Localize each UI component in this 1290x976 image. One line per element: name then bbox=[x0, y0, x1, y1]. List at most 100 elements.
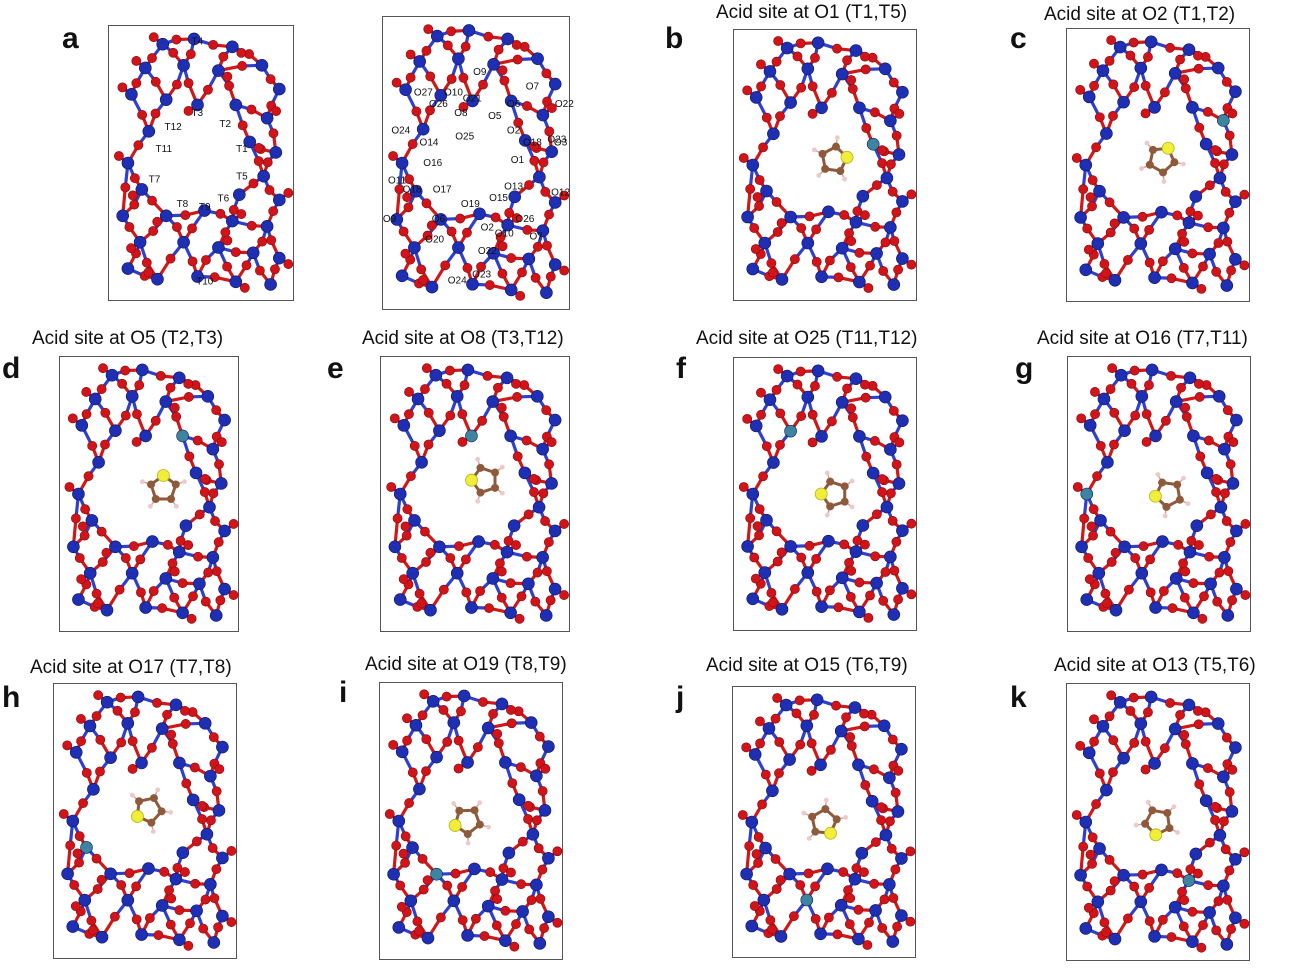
oxygen-atom bbox=[868, 764, 879, 775]
oxygen-atom bbox=[228, 519, 239, 529]
oxygen-atom bbox=[1221, 732, 1232, 743]
oxygen-atom bbox=[1110, 547, 1121, 558]
oxygen-atom bbox=[758, 142, 768, 153]
oxygen-atom bbox=[870, 551, 881, 562]
oxygen-atom bbox=[203, 84, 213, 95]
silicon-atom bbox=[1113, 40, 1127, 54]
silicon-atom bbox=[501, 218, 514, 232]
oxygen-atom bbox=[542, 240, 552, 251]
oxygen-atom bbox=[1210, 158, 1220, 168]
framework-panel-g bbox=[1067, 356, 1251, 632]
oxygen-atom bbox=[891, 130, 902, 141]
oxygen-atom bbox=[539, 923, 549, 933]
oxygen-atom bbox=[1195, 451, 1206, 462]
oxygen-atom bbox=[790, 254, 800, 265]
silicon-atom bbox=[891, 805, 905, 818]
silicon-atom bbox=[139, 429, 152, 443]
unit-cell-frame bbox=[59, 356, 239, 632]
oxygen-atom bbox=[436, 912, 446, 923]
silicon-atom bbox=[749, 419, 763, 433]
silicon-atom bbox=[545, 145, 558, 159]
silicon-atom bbox=[1199, 137, 1213, 151]
silicon-atom bbox=[203, 500, 216, 514]
oxygen-atom bbox=[522, 224, 533, 235]
silicon-atom bbox=[522, 252, 536, 266]
tsite-label: T1 bbox=[236, 144, 248, 155]
silicon-atom bbox=[531, 390, 544, 403]
unit-cell-frame bbox=[733, 29, 917, 301]
oxygen-atom bbox=[1106, 35, 1117, 46]
oxygen-atom bbox=[398, 848, 409, 859]
silicon-atom bbox=[784, 210, 797, 224]
oxygen-atom bbox=[152, 216, 163, 227]
oxygen-atom bbox=[905, 846, 916, 857]
silicon-atom bbox=[273, 82, 286, 96]
oxygen-atom bbox=[544, 126, 555, 137]
oxygen-atom bbox=[905, 916, 916, 927]
oxygen-atom bbox=[810, 881, 821, 892]
oxygen-atom bbox=[1104, 55, 1115, 66]
oxygen-atom bbox=[283, 259, 294, 269]
oxygen-atom bbox=[760, 769, 771, 780]
oxygen-site-label: O22 bbox=[478, 246, 497, 257]
oxygen-atom bbox=[209, 893, 220, 904]
oxygen-atom bbox=[811, 586, 822, 597]
oxygen-atom bbox=[796, 411, 807, 421]
oxygen-atom bbox=[851, 863, 862, 874]
unit-cell-frame bbox=[1067, 356, 1251, 632]
silicon-atom bbox=[886, 935, 900, 948]
oxygen-atom bbox=[1227, 108, 1238, 119]
silicon-atom bbox=[269, 146, 283, 159]
oxygen-atom bbox=[1179, 730, 1190, 740]
thiophene-molecule bbox=[129, 787, 174, 834]
oxygen-atom bbox=[838, 867, 849, 877]
carbon-atom bbox=[826, 477, 835, 486]
oxygen-atom bbox=[150, 108, 161, 119]
silicon-atom bbox=[545, 477, 558, 490]
oxygen-site-label: O14 bbox=[420, 137, 439, 148]
oxygen-atom bbox=[167, 558, 178, 569]
oxygen-atom bbox=[87, 440, 98, 451]
silicon-atom bbox=[815, 430, 828, 443]
oxygen-atom bbox=[495, 558, 505, 569]
silicon-atom bbox=[85, 514, 99, 527]
oxygen-atom bbox=[58, 809, 69, 819]
oxygen-atom bbox=[493, 738, 504, 749]
silicon-atom bbox=[1134, 237, 1148, 250]
silicon-atom bbox=[159, 395, 173, 408]
sulfur-atom bbox=[840, 150, 854, 164]
oxygen-site-label: O7 bbox=[529, 231, 543, 242]
silicon-atom bbox=[741, 210, 754, 224]
silicon-atom bbox=[1091, 895, 1105, 909]
oxygen-atom bbox=[742, 85, 753, 96]
silicon-atom bbox=[1079, 922, 1093, 935]
oxygen-atom bbox=[100, 439, 110, 450]
panel-letter-h: h bbox=[2, 681, 21, 714]
silicon-atom bbox=[121, 893, 135, 907]
oxygen-atom bbox=[169, 402, 180, 413]
carbon-atom bbox=[470, 806, 479, 815]
tsite-label: T5 bbox=[236, 172, 248, 183]
silicon-atom bbox=[548, 258, 562, 271]
silicon-atom bbox=[424, 603, 437, 617]
carbon-atom bbox=[832, 142, 841, 151]
oxygen-atom bbox=[203, 567, 214, 578]
thiophene-molecule bbox=[811, 135, 854, 182]
panel-letter-a: a bbox=[62, 22, 79, 55]
panel-letter-c: c bbox=[1010, 22, 1027, 55]
oxygen-atom bbox=[1092, 471, 1102, 482]
oxygen-atom bbox=[767, 924, 777, 935]
framework-panel-b bbox=[733, 29, 917, 301]
oxygen-atom bbox=[1179, 74, 1190, 85]
oxygen-atom bbox=[891, 459, 902, 470]
oxygen-atom bbox=[402, 713, 412, 724]
oxygen-atom bbox=[199, 487, 210, 497]
hydrogen-atom bbox=[1175, 829, 1180, 835]
silicon-atom bbox=[191, 98, 204, 112]
silicon-atom bbox=[232, 188, 246, 201]
silicon-atom bbox=[421, 931, 435, 945]
oxygen-atom bbox=[877, 487, 887, 497]
oxygen-atom bbox=[215, 208, 226, 219]
panel-letter-k: k bbox=[1010, 681, 1027, 714]
oxygen-atom bbox=[770, 854, 781, 864]
